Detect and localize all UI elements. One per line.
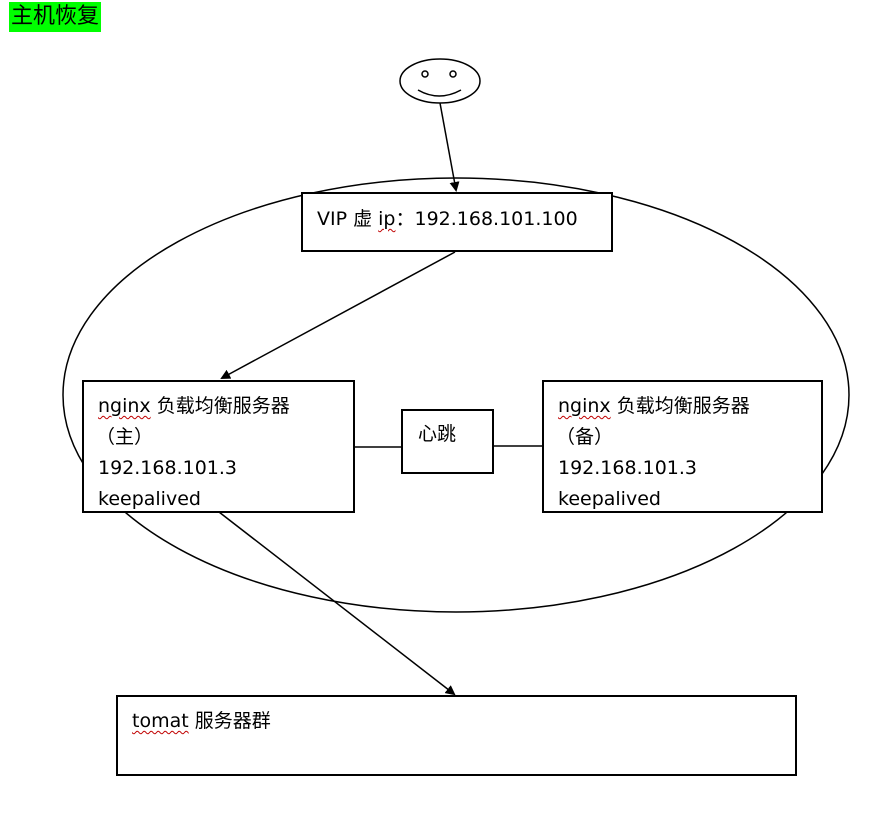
nginx-master-title: nginx 负载均衡服务器 [98, 394, 290, 418]
tomcat-word: tomat [132, 710, 189, 732]
nginx-master-word: nginx [98, 395, 151, 417]
nginx-master-desc: 负载均衡服务器 [150, 395, 290, 417]
arrow-user-to-vip [439, 102, 460, 192]
vip-label: VIP 虚 ip：192.168.101.100 [317, 207, 578, 231]
vip-box: VIP 虚 ip：192.168.101.100 [301, 192, 613, 252]
nginx-backup-title: nginx 负载均衡服务器 [558, 394, 750, 418]
nginx-backup-ip: 192.168.101.3 [558, 457, 698, 479]
arrow-master-to-tomcat [218, 511, 456, 696]
nginx-backup-role: （备） [556, 426, 614, 448]
tomcat-cluster-box: tomat 服务器群 [116, 695, 797, 776]
arrow-vip-to-master [220, 251, 456, 379]
nginx-master-keepalived: keepalived [98, 488, 201, 510]
page-heading: 主机恢复 [9, 2, 102, 32]
nginx-master-box: nginx 负载均衡服务器 （主） 192.168.101.3 keepaliv… [82, 380, 355, 513]
vip-prefix: VIP 虚 [317, 208, 379, 230]
nginx-backup-word: nginx [558, 395, 611, 417]
vip-ip-word: ip [378, 208, 396, 230]
tomcat-desc: 服务器群 [188, 710, 271, 732]
nginx-backup-desc: 负载均衡服务器 [610, 395, 750, 417]
nginx-backup-keepalived: keepalived [558, 488, 661, 510]
ha-cluster-ellipse [62, 177, 850, 613]
smiley-face-icon [399, 58, 481, 104]
heartbeat-label: 心跳 [418, 423, 457, 445]
nginx-backup-box: nginx 负载均衡服务器 （备） 192.168.101.3 keepaliv… [542, 380, 823, 513]
vip-address: ：192.168.101.100 [395, 208, 578, 230]
heartbeat-box: 心跳 [401, 409, 494, 474]
tomcat-label: tomat 服务器群 [132, 709, 271, 733]
nginx-master-role: （主） [96, 426, 154, 448]
nginx-master-ip: 192.168.101.3 [98, 457, 238, 479]
